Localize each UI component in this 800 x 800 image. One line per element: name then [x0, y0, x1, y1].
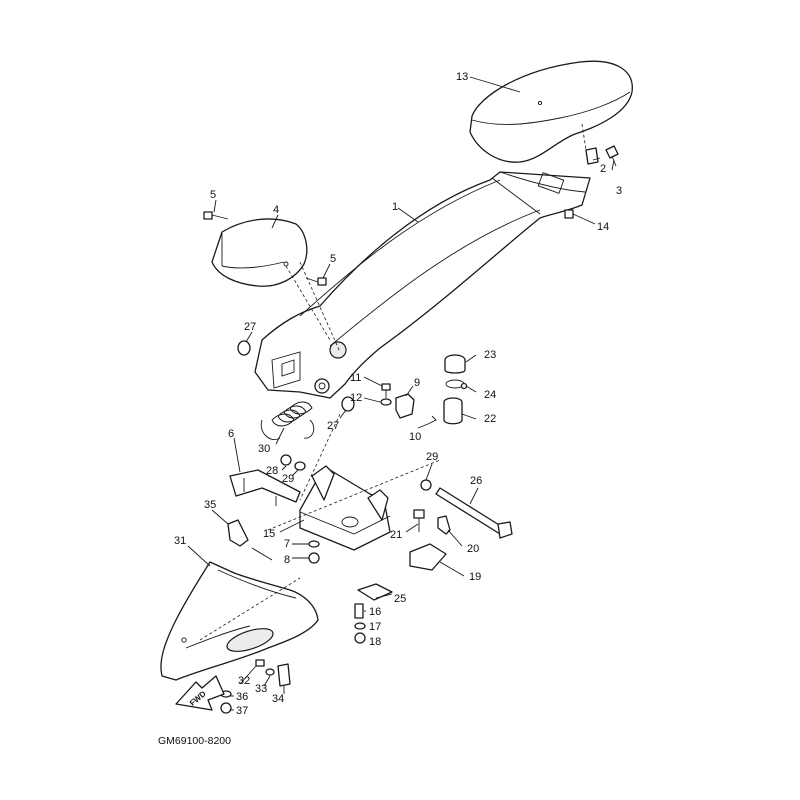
leader-lines [187, 76, 615, 711]
callout-37: 37 [236, 705, 248, 717]
assembly-lines [199, 261, 441, 641]
part-31-front-cowl [160, 561, 319, 681]
part-18-nut [354, 632, 366, 644]
callout-2: 2 [600, 163, 606, 175]
callout-33: 33 [255, 683, 267, 695]
part-28-nut [280, 454, 292, 466]
part-3-screw [605, 145, 619, 167]
part-10-pin [427, 415, 437, 425]
part-20-bracket [437, 515, 451, 535]
part-32-bolt [255, 659, 265, 667]
part-26-long-bolt [435, 487, 513, 539]
part-12-washer [380, 398, 392, 406]
part-29-washer-a [294, 461, 306, 471]
callout-5b: 5 [330, 253, 336, 265]
callout-11: 11 [350, 372, 361, 384]
callout-29b: 29 [426, 451, 438, 463]
part-27-grommet-a [237, 340, 251, 356]
callout-7: 7 [284, 538, 290, 550]
callout-19: 19 [469, 571, 481, 583]
part-9-plate [395, 393, 415, 419]
callout-15: 15 [263, 528, 275, 540]
part-24-clip [445, 379, 468, 390]
diagram-code: GM69100-8200 [158, 735, 231, 747]
callout-25: 25 [394, 593, 406, 605]
callout-29a: 29 [282, 473, 294, 485]
callout-21: 21 [390, 529, 402, 541]
part-17-washer [354, 622, 366, 630]
callout-32: 32 [238, 675, 250, 687]
callout-16: 16 [369, 606, 381, 618]
part-37-nut [220, 702, 232, 714]
callout-3: 3 [616, 185, 622, 197]
callout-30: 30 [258, 443, 270, 455]
callout-13: 13 [456, 71, 468, 83]
callout-14: 14 [597, 221, 609, 233]
part-13-rear-cover [469, 60, 633, 163]
part-30-spring [260, 401, 315, 440]
part-25-plate [357, 583, 393, 601]
callout-10: 10 [409, 431, 421, 443]
part-14-nut [564, 209, 574, 219]
part-15-mount-base [299, 465, 391, 551]
callout-6: 6 [228, 428, 234, 440]
callout-36: 36 [236, 691, 248, 703]
part-27-grommet-b [341, 396, 355, 412]
callout-9: 9 [414, 377, 420, 389]
callout-5a: 5 [210, 189, 216, 201]
part-1-main-arm [254, 171, 591, 399]
part-5-screw-b [305, 277, 327, 286]
callout-23: 23 [484, 349, 496, 361]
callout-27b: 27 [327, 420, 339, 432]
part-34-grommet [277, 663, 291, 687]
callout-1: 1 [392, 201, 398, 213]
callout-18: 18 [369, 636, 381, 648]
part-5-screw-a [203, 211, 229, 220]
callout-labels: 13 1 2 3 14 5 4 5 27 23 24 22 11 9 12 10… [174, 71, 622, 717]
part-23-bushing [444, 354, 466, 374]
callout-4: 4 [273, 204, 279, 216]
callout-20: 20 [467, 543, 479, 555]
fwd-arrow-icon: FWD [175, 675, 225, 711]
part-6-bracket-bar [229, 469, 301, 506]
callout-17: 17 [369, 621, 381, 633]
part-19-bracket [409, 543, 447, 571]
callout-28: 28 [266, 465, 278, 477]
part-16-stud [354, 603, 364, 619]
callout-26: 26 [470, 475, 482, 487]
callout-34: 34 [272, 693, 284, 705]
part-11-bolt [381, 383, 391, 398]
part-7-washer [308, 540, 320, 548]
part-22-sleeve [443, 397, 463, 425]
part-35-clip [227, 519, 273, 561]
callout-12: 12 [350, 392, 362, 404]
part-4-front-cover [211, 218, 308, 287]
callout-31: 31 [174, 535, 186, 547]
part-21-bolt [413, 509, 425, 532]
callout-24: 24 [484, 389, 496, 401]
callout-27a: 27 [244, 321, 256, 333]
callout-35: 35 [204, 499, 216, 511]
part-33-washer [265, 668, 275, 676]
callout-8: 8 [284, 554, 290, 566]
part-2-bracket [585, 147, 599, 165]
part-29-washer-b [420, 479, 432, 491]
part-8-nut [308, 552, 320, 564]
callout-22: 22 [484, 413, 496, 425]
